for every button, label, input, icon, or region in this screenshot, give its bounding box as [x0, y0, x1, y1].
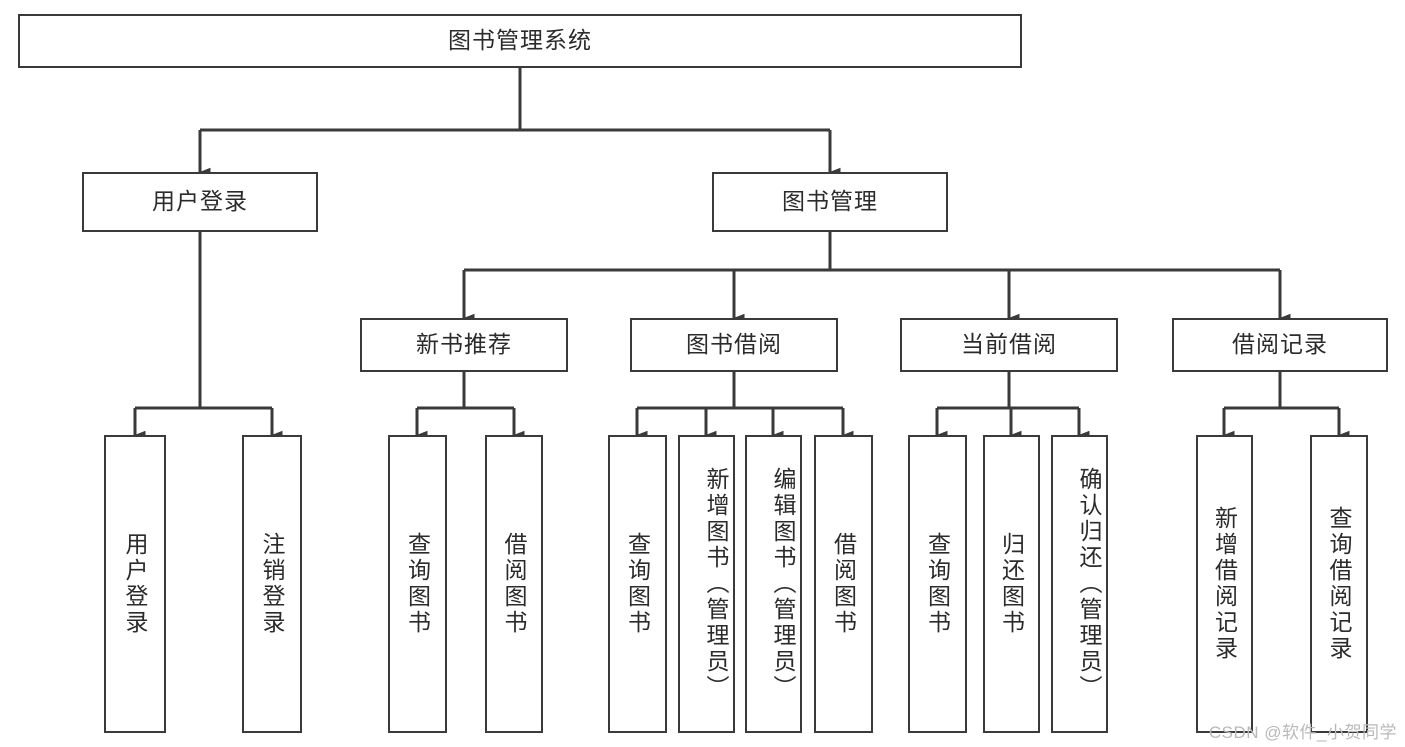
- node-label: 归还图书: [998, 532, 1025, 636]
- node-leaf-user-login[interactable]: 用户登录: [104, 435, 166, 733]
- node-label: 查询图书: [624, 532, 651, 636]
- node-label: 借阅图书: [501, 532, 527, 636]
- node-label: 用户登录: [122, 532, 148, 636]
- node-leaf-borrow-book-rec[interactable]: 借阅图书: [485, 435, 543, 733]
- node-leaf-confirm-return-admin[interactable]: 确认归还（管理员）: [1051, 435, 1108, 733]
- watermark-label: CSDN @软件_小贺同学: [1208, 723, 1397, 742]
- node-leaf-borrow-book[interactable]: 借阅图书: [814, 435, 873, 733]
- node-label: 图书借阅: [686, 331, 782, 358]
- node-label: 确认归还（管理员）: [1076, 467, 1102, 701]
- node-label: 新增图书（管理员）: [703, 467, 729, 701]
- node-new-book-recommend[interactable]: 新书推荐: [360, 318, 568, 372]
- node-borrow-records[interactable]: 借阅记录: [1172, 318, 1388, 372]
- node-book-management[interactable]: 图书管理: [712, 172, 948, 232]
- connector-group: [133, 68, 1350, 440]
- node-label: 借阅图书: [830, 532, 857, 636]
- node-leaf-query-borrow-record[interactable]: 查询借阅记录: [1310, 435, 1368, 733]
- node-label: 图书管理系统: [448, 27, 592, 54]
- node-book-borrow[interactable]: 图书借阅: [630, 318, 838, 372]
- node-label: 注销登录: [259, 532, 285, 636]
- node-leaf-return-book[interactable]: 归还图书: [983, 435, 1040, 733]
- node-root[interactable]: 图书管理系统: [18, 14, 1022, 68]
- node-leaf-query-book-borrow[interactable]: 查询图书: [608, 435, 667, 733]
- node-label: 查询图书: [924, 532, 951, 636]
- node-label: 借阅记录: [1232, 331, 1328, 358]
- node-label: 查询图书: [404, 532, 431, 636]
- node-label: 新增借阅记录: [1211, 506, 1238, 662]
- node-user-login[interactable]: 用户登录: [82, 172, 318, 232]
- node-leaf-add-borrow-record[interactable]: 新增借阅记录: [1196, 435, 1253, 733]
- node-leaf-edit-book-admin[interactable]: 编辑图书（管理员）: [745, 435, 802, 733]
- node-leaf-user-logout[interactable]: 注销登录: [242, 435, 302, 733]
- node-label: 当前借阅: [961, 331, 1057, 358]
- node-leaf-add-book-admin[interactable]: 新增图书（管理员）: [678, 435, 735, 733]
- node-label: 查询借阅记录: [1326, 506, 1352, 662]
- node-label: 图书管理: [782, 188, 878, 215]
- node-leaf-query-book-current[interactable]: 查询图书: [908, 435, 967, 733]
- node-label: 新书推荐: [416, 331, 512, 358]
- node-label: 用户登录: [152, 188, 248, 215]
- node-leaf-query-book-rec[interactable]: 查询图书: [388, 435, 447, 733]
- node-label: 编辑图书（管理员）: [770, 467, 796, 701]
- node-current-borrow[interactable]: 当前借阅: [900, 318, 1118, 372]
